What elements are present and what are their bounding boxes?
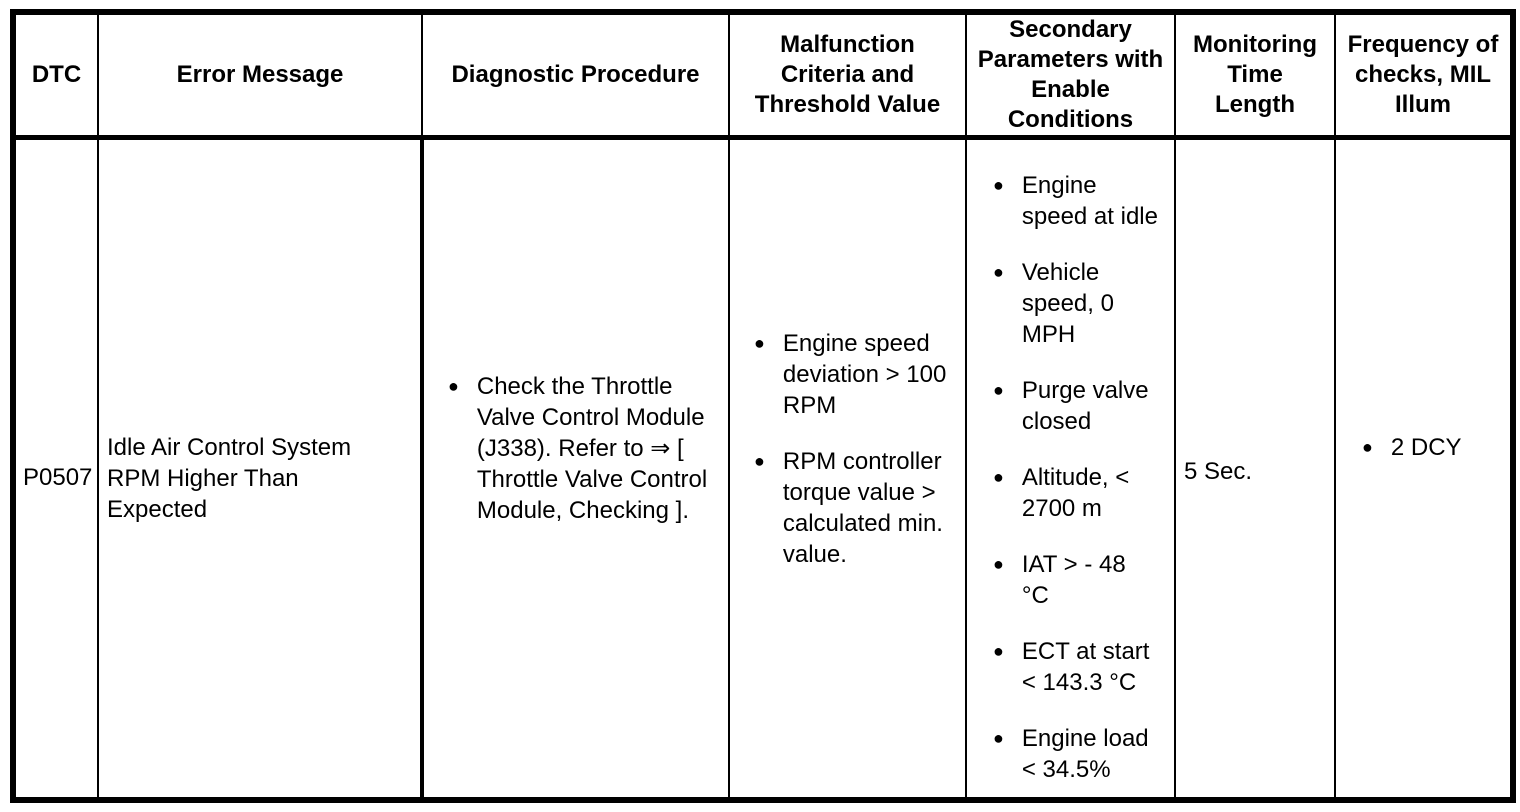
bullet-icon: ● — [993, 174, 1004, 195]
col-header-frequency: Frequency of checks, MIL Illum — [1334, 11, 1514, 140]
list-item: ● ECT at start < 143.3 °C — [993, 636, 1172, 698]
cell-dtc-code: P0507 — [12, 136, 99, 801]
bullet-icon: ● — [754, 332, 765, 353]
frequency-bullet-list: ● 2 DCY — [1362, 432, 1509, 463]
list-item: ● Engine load < 34.5% — [993, 723, 1172, 785]
header-row: DTC Error Message Diagnostic Procedure M… — [12, 11, 1514, 140]
secondary-bullet-list: ● Engine speed at idle ● Vehicle speed, … — [993, 170, 1172, 785]
cell-secondary-parameters: ● Engine speed at idle ● Vehicle speed, … — [965, 136, 1176, 801]
list-item: ● 2 DCY — [1362, 432, 1509, 463]
bullet-text: Engine load < 34.5% — [1021, 724, 1149, 783]
col-header-diagnostic-procedure: Diagnostic Procedure — [421, 11, 730, 140]
bullet-icon: ● — [993, 553, 1004, 574]
cell-malfunction-criteria: ● Engine speed deviation > 100 RPM ● RPM… — [728, 136, 967, 801]
bullet-text: Altitude, < 2700 m — [1021, 463, 1130, 522]
col-header-dtc: DTC — [12, 11, 99, 140]
bullet-text: Check the Throttle Valve Control Module … — [476, 373, 708, 525]
col-header-error-message: Error Message — [97, 11, 423, 140]
bullet-icon: ● — [448, 376, 459, 397]
cell-frequency: ● 2 DCY — [1334, 136, 1514, 801]
cell-error-message: Idle Air Control System RPM Higher Than … — [97, 136, 424, 801]
col-header-monitoring-time: Monitoring Time Length — [1174, 11, 1336, 140]
bullet-text: RPM controller torque value > calculated… — [782, 447, 943, 568]
list-item: ● Purge valve closed — [993, 375, 1172, 437]
list-item: ● RPM controller torque value > calculat… — [754, 446, 963, 570]
cell-diagnostic-procedure: ● Check the Throttle Valve Control Modul… — [421, 136, 730, 801]
bullet-icon: ● — [754, 450, 765, 471]
diagnostic-bullet-list: ● Check the Throttle Valve Control Modul… — [448, 371, 724, 526]
bullet-text: Engine speed at idle — [1021, 171, 1158, 230]
malfunction-bullet-list: ● Engine speed deviation > 100 RPM ● RPM… — [754, 328, 963, 570]
cell-monitoring-time: 5 Sec. — [1174, 136, 1336, 801]
bullet-text: Purge valve closed — [1021, 376, 1149, 435]
list-item: ● Engine speed deviation > 100 RPM — [754, 328, 963, 421]
bullet-text: 2 DCY — [1390, 434, 1462, 462]
bullet-icon: ● — [993, 727, 1004, 748]
bullet-text: IAT > - 48 °C — [1021, 550, 1126, 609]
bullet-text: Vehicle speed, 0 MPH — [1021, 258, 1114, 348]
table-row: P0507 Idle Air Control System RPM Higher… — [12, 136, 1514, 801]
dtc-table: DTC Error Message Diagnostic Procedure M… — [10, 9, 1516, 803]
bullet-text: ECT at start < 143.3 °C — [1021, 637, 1150, 696]
bullet-icon: ● — [1362, 437, 1373, 458]
bullet-icon: ● — [993, 261, 1004, 282]
bullet-icon: ● — [993, 379, 1004, 400]
col-header-malfunction-criteria: Malfunction Criteria and Threshold Value — [728, 11, 967, 140]
list-item: ● Vehicle speed, 0 MPH — [993, 257, 1172, 350]
bullet-icon: ● — [993, 466, 1004, 487]
list-item: ● Altitude, < 2700 m — [993, 462, 1172, 524]
list-item: ● Engine speed at idle — [993, 170, 1172, 232]
list-item: ● Check the Throttle Valve Control Modul… — [448, 371, 724, 526]
bullet-text: Engine speed deviation > 100 RPM — [782, 329, 947, 419]
bullet-icon: ● — [993, 640, 1004, 661]
col-header-secondary-parameters: Secondary Parameters with Enable Conditi… — [965, 11, 1176, 140]
list-item: ● IAT > - 48 °C — [993, 549, 1172, 611]
